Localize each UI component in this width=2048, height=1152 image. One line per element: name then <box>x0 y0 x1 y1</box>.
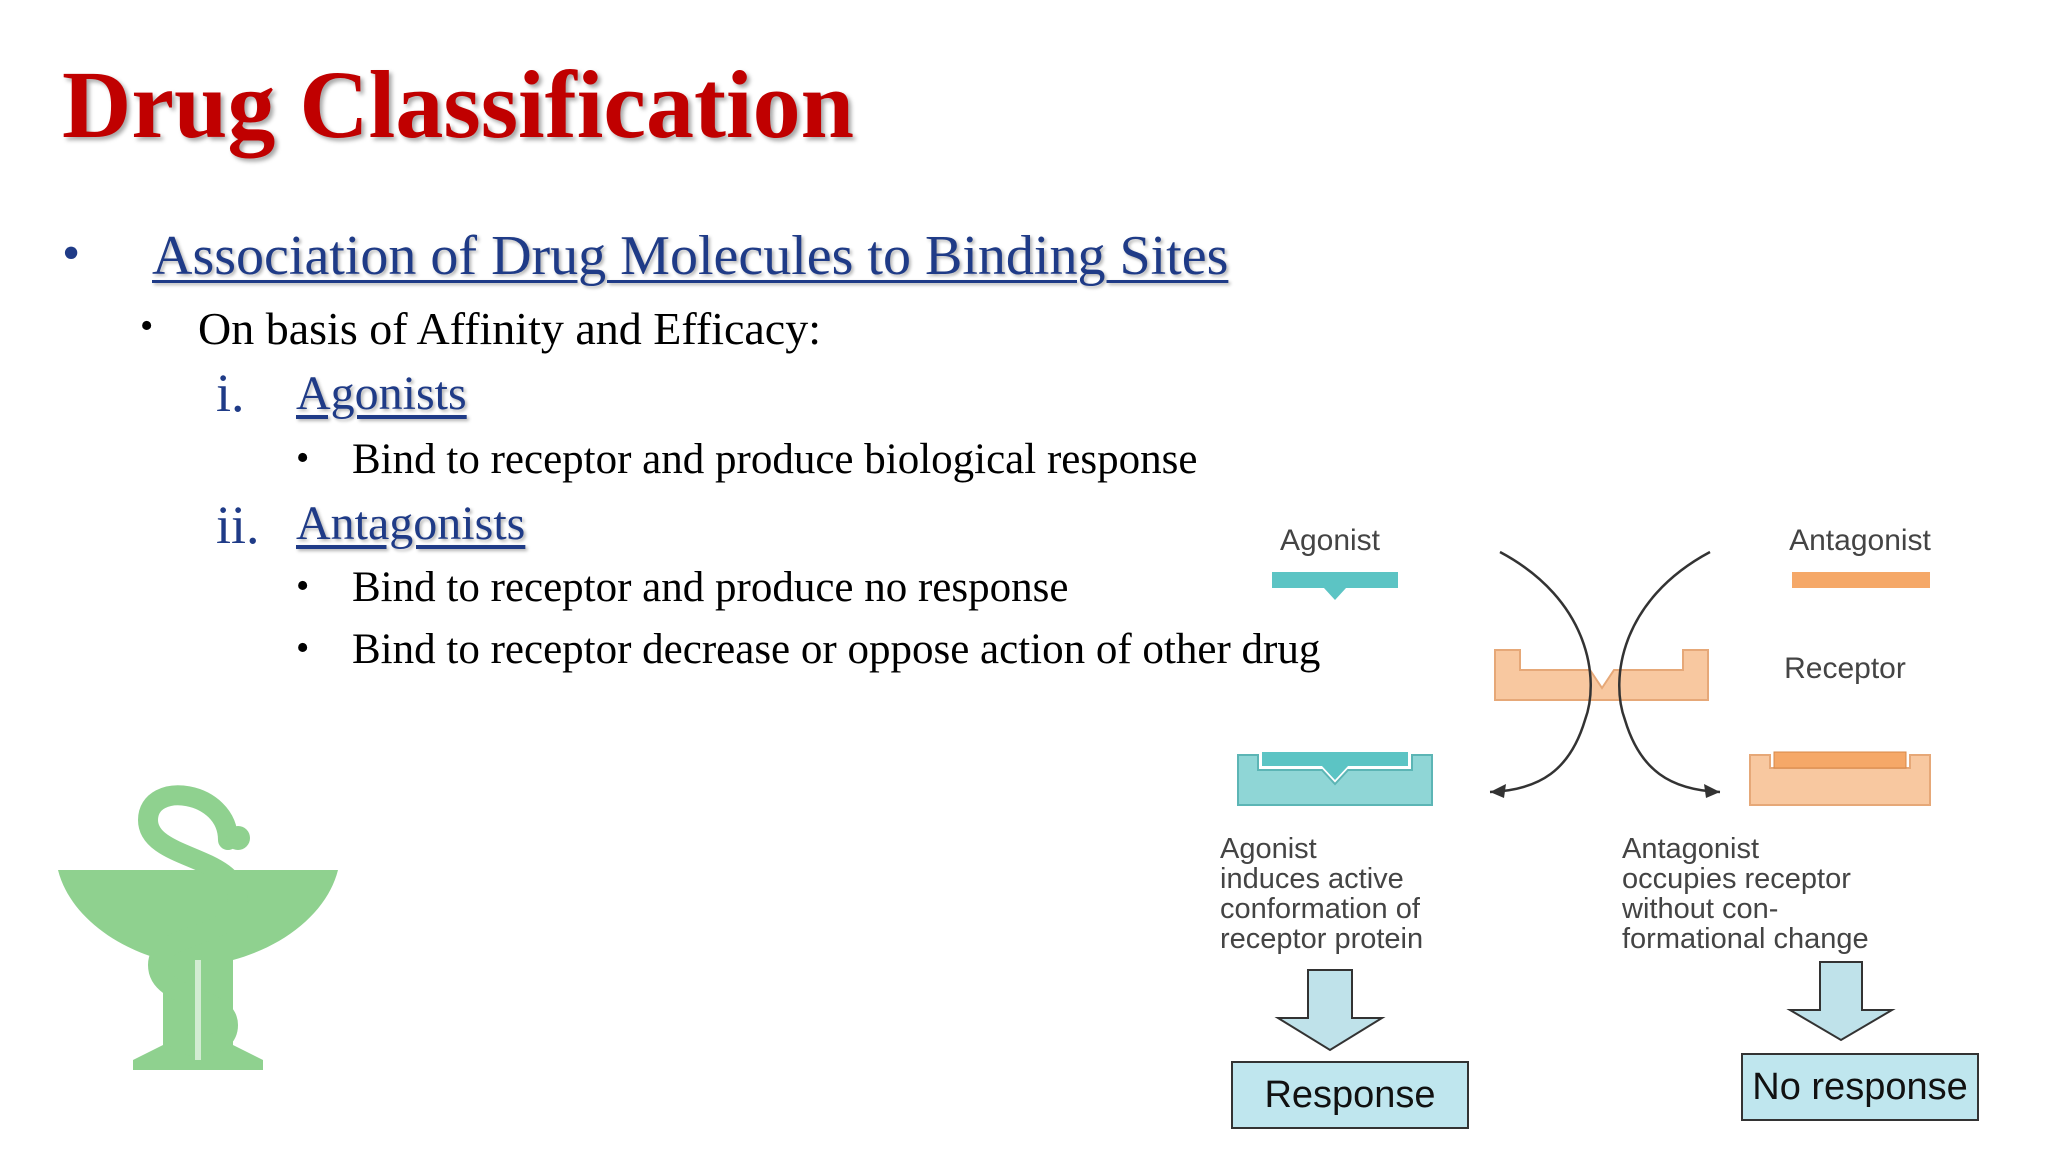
down-arrow-icon <box>1786 961 1896 1042</box>
bullet-icon: • <box>296 627 310 669</box>
antagonist-molecule-icon <box>1792 572 1930 588</box>
slide-title: Drug Classification <box>62 51 854 158</box>
diagram-antagonist-label: Antagonist <box>1789 524 1931 557</box>
antagonists-point-1: Bind to receptor and produce no response <box>352 564 1069 611</box>
diagram-agonist-label: Agonist <box>1280 524 1381 557</box>
pharmacy-symbol-icon <box>58 785 338 1070</box>
antagonists-link[interactable]: Antagonists <box>296 497 526 550</box>
subtitle: On basis of Affinity and Efficacy: <box>198 303 821 354</box>
down-arrow-icon <box>1274 969 1386 1052</box>
bullet-icon: • <box>296 437 310 479</box>
bullet-icon: • <box>296 565 310 607</box>
antagonists-point-2: Bind to receptor decrease or oppose acti… <box>352 626 1321 673</box>
bullet-icon: • <box>140 305 154 347</box>
numeral-1: i. <box>216 363 245 423</box>
section-heading[interactable]: Association of Drug Molecules to Binding… <box>152 225 1229 287</box>
agonist-effect-text: Agonist induces active conformation of r… <box>1220 833 1428 955</box>
response-label: Response <box>1264 1074 1435 1116</box>
antagonist-bound-receptor-icon <box>1749 754 1931 806</box>
no-response-label: No response <box>1752 1066 1967 1108</box>
numeral-2: ii. <box>216 495 260 555</box>
agonist-antagonist-diagram: Agonist Antagonist Receptor Agonist indu… <box>1220 524 1979 1129</box>
bullet-icon: • <box>62 225 81 282</box>
agonist-bound-receptor-icon <box>1237 754 1433 806</box>
agonists-point-1: Bind to receptor and produce biological … <box>352 436 1198 483</box>
diagram-receptor-label: Receptor <box>1784 652 1906 685</box>
response-box <box>1231 1061 1469 1129</box>
antagonist-effect-text: Antagonist occupies receptor without con… <box>1621 833 1869 955</box>
agonist-molecule-icon <box>1272 572 1398 600</box>
receptor-icon <box>1494 649 1709 701</box>
agonists-link[interactable]: Agonists <box>296 367 467 420</box>
no-response-box <box>1741 1053 1979 1121</box>
